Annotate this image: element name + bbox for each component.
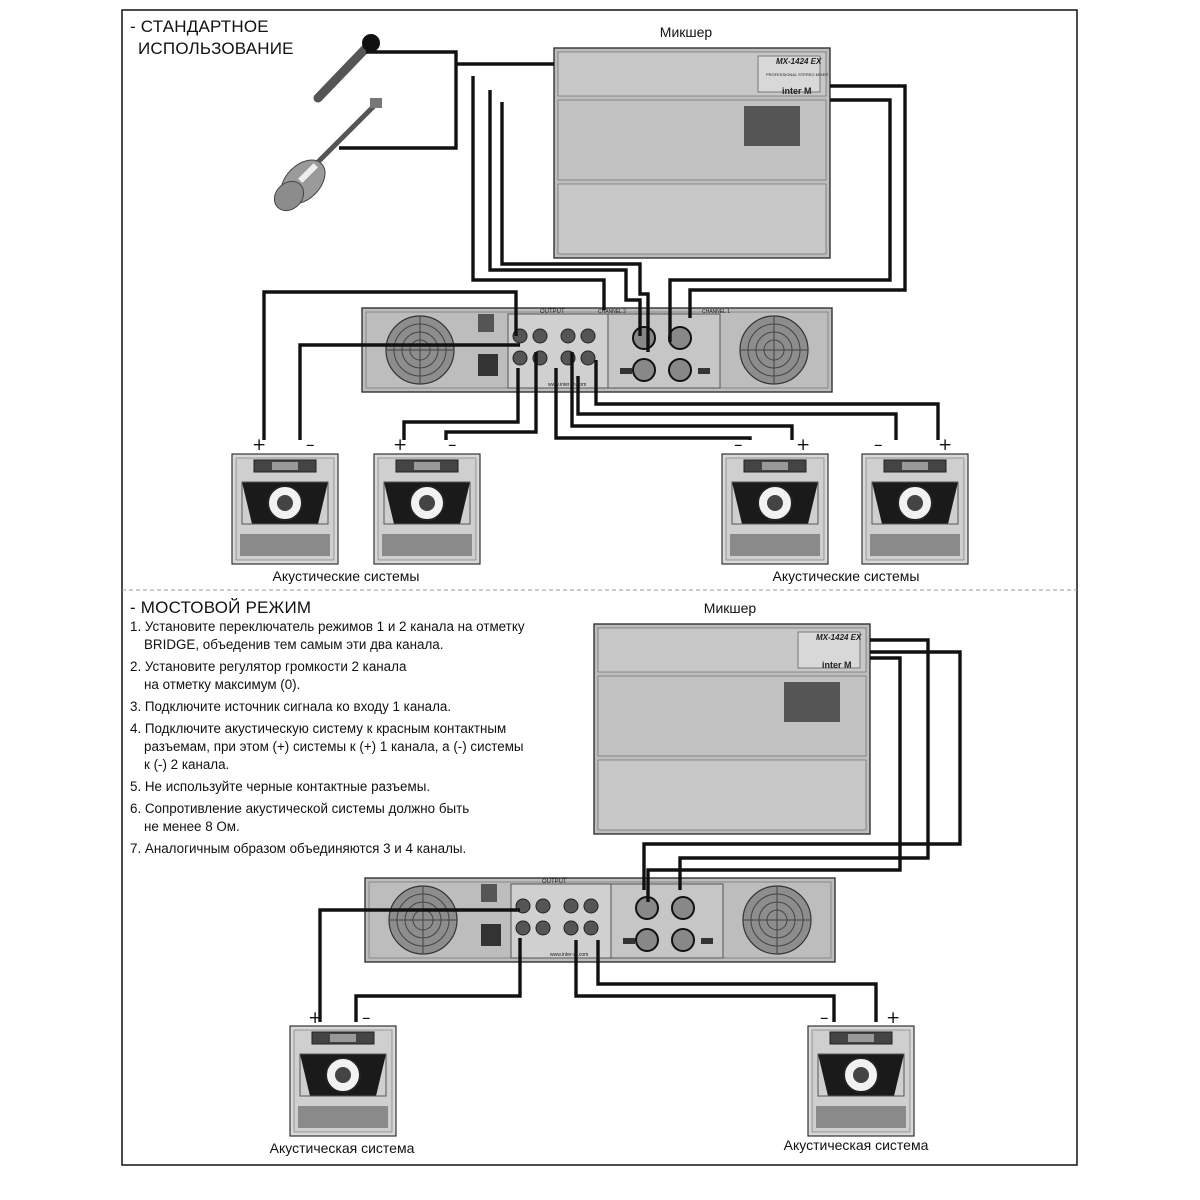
plus-sign: +	[938, 435, 953, 455]
minus-sign: –	[820, 1008, 829, 1028]
mixer-brand-marking: inter M	[782, 86, 812, 96]
bridge-speaker-right	[807, 1025, 915, 1137]
speaker-1	[231, 453, 339, 565]
speaker-2	[373, 453, 481, 565]
bridge-step: 1. Установите переключатель режимов 1 и …	[130, 618, 590, 654]
minus-sign: –	[874, 435, 883, 455]
bridge-amplifier-device	[364, 877, 836, 963]
standard-title-line2: ИСПОЛЬЗОВАНИЕ	[138, 39, 294, 58]
bridge-steps-list: 1. Установите переключатель режимов 1 и …	[130, 618, 590, 862]
bridge-step: 7. Аналогичным образом объединяются 3 и …	[130, 840, 590, 858]
bridge-step-line: к (-) 2 канала.	[144, 757, 230, 772]
bridge-step: 3. Подключите источник сигнала ко входу …	[130, 698, 590, 716]
plus-sign: +	[886, 1008, 901, 1028]
speaker-3	[721, 453, 829, 565]
bridge-step: 5. Не используйте черные контактные разъ…	[130, 778, 590, 796]
speakers-right-caption: Акустические системы	[772, 568, 920, 584]
bridge-step-line: 6. Сопротивление акустической системы до…	[130, 801, 470, 816]
bridge-mixer-label: Микшер	[703, 600, 757, 616]
mixer-label: Микшер	[659, 24, 713, 40]
amp-channel-2-marking: CHANNEL 2	[598, 309, 626, 315]
mixer-subtitle-marking: PROFESSIONAL STEREO MIXER	[766, 72, 828, 77]
guitar-icon	[273, 98, 382, 212]
standard-cables	[262, 50, 940, 440]
minus-sign: –	[362, 1008, 371, 1028]
bridge-step: 2. Установите регулятор громкости 2 кана…	[130, 658, 590, 694]
amp-output-marking: OUTPUT	[540, 309, 565, 315]
bridge-step-line: на отметку максимум (0).	[144, 677, 301, 692]
bridge-mixer-brand-marking: inter M	[822, 660, 852, 670]
outer-frame	[121, 9, 1078, 1166]
minus-sign: –	[734, 435, 743, 455]
bridge-speaker-right-caption: Акустическая система	[783, 1137, 929, 1153]
plus-sign: +	[308, 1008, 323, 1028]
bridge-amp-output-marking: OUTPUT	[542, 879, 567, 885]
bridge-mixer-device	[593, 623, 871, 835]
amp-website-marking: www.inter-m.com	[548, 382, 586, 388]
bridge-step-line: BRIDGE, объеденив тем самым эти два кана…	[144, 637, 444, 652]
bridge-step-line: не менее 8 Ом.	[144, 819, 240, 834]
bridge-step-line: 4. Подключите акустическую систему к кра…	[130, 721, 507, 736]
plus-sign: +	[796, 435, 811, 455]
minus-sign: –	[306, 435, 315, 455]
bridge-cables	[318, 638, 962, 1022]
plus-sign: +	[252, 435, 267, 455]
bridge-speaker-left	[289, 1025, 397, 1137]
bridge-speaker-left-caption: Акустическая система	[269, 1140, 415, 1156]
mixer-device	[553, 47, 831, 259]
bridge-step-line: 5. Не используйте черные контактные разъ…	[130, 779, 431, 794]
amp-channel-1-marking: CHANNEL 1	[702, 309, 730, 315]
minus-sign: –	[448, 435, 457, 455]
speakers-left-caption: Акустические системы	[272, 568, 420, 584]
bridge-step-line: 3. Подключите источник сигнала ко входу …	[130, 699, 452, 714]
microphone-icon	[313, 34, 380, 103]
bridge-step: 6. Сопротивление акустической системы до…	[130, 800, 590, 836]
bridge-mixer-model-marking: MX-1424 EX	[816, 633, 862, 642]
bridge-amp-website-marking: www.inter-m.com	[550, 952, 588, 958]
bridge-step-line: 7. Аналогичным образом объединяются 3 и …	[130, 841, 467, 856]
bridge-step-line: 1. Установите переключатель режимов 1 и …	[130, 619, 525, 634]
bridge-step-line: разъемам, при этом (+) системы к (+) 1 к…	[144, 739, 524, 754]
standard-title-line1: - СТАНДАРТНОЕ	[130, 17, 269, 36]
plus-sign: +	[393, 435, 408, 455]
mixer-model-marking: MX-1424 EX	[776, 57, 822, 66]
bridge-step-line: 2. Установите регулятор громкости 2 кана…	[130, 659, 407, 674]
bridge-title: - МОСТОВОЙ РЕЖИМ	[130, 598, 312, 617]
speaker-4	[861, 453, 969, 565]
bridge-step: 4. Подключите акустическую систему к кра…	[130, 720, 590, 774]
